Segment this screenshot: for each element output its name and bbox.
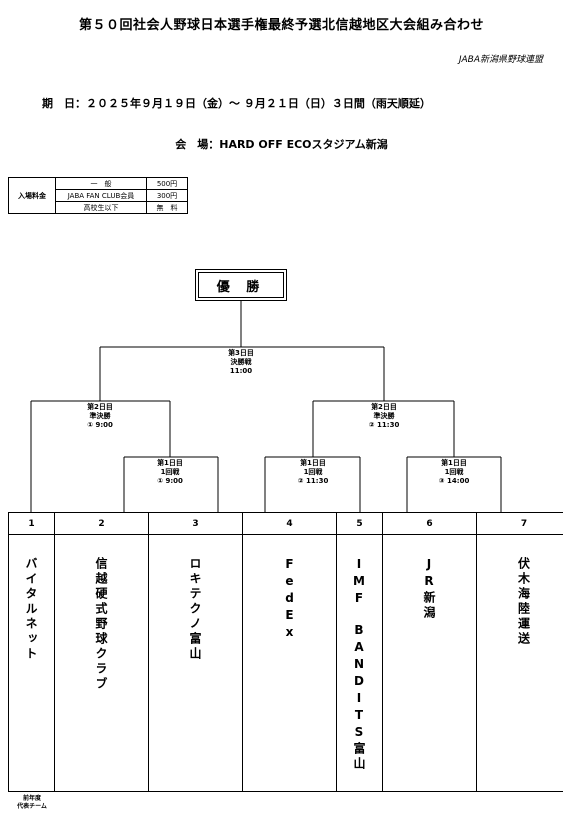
team-number: 6 <box>383 513 476 535</box>
team-column: 6 JR新潟 <box>383 513 477 791</box>
team-number: 5 <box>337 513 382 535</box>
round1-match3-label: 第1日目 1回戦 ③ 14:00 <box>419 459 489 486</box>
winner-label: 優 勝 <box>198 272 284 298</box>
team-number: 2 <box>55 513 148 535</box>
team-name: IMF BANDITS富山 <box>352 557 366 772</box>
team-column: 7 伏木海陸運送 <box>477 513 563 791</box>
team-name: 信越硬式野球クラブ <box>94 557 108 692</box>
team-column: 1 バイタルネット <box>9 513 55 791</box>
team-number: 3 <box>149 513 242 535</box>
team-name: FedEx <box>282 557 297 642</box>
winner-box: 優 勝 <box>195 269 287 301</box>
period-text: 期 日：２０２５年９月１９日（金）～ ９月２１日（日）３日間（雨天順延） <box>42 97 431 110</box>
admission-fee-table: 入場料金 一 般 500円 JABA FAN CLUB会員 300円 高校生以下… <box>8 177 188 214</box>
team-name: 伏木海陸運送 <box>516 557 531 647</box>
team-name: バイタルネット <box>24 557 38 662</box>
team-name: JR新潟 <box>422 557 436 621</box>
fee-price: 無 料 <box>146 201 188 214</box>
team-number: 7 <box>477 513 563 535</box>
semifinal2-label: 第2日目 準決勝 ② 11:30 <box>349 403 419 430</box>
page-title: 第５０回社会人野球日本選手権最終予選北信越地区大会組み合わせ <box>78 18 484 33</box>
team-number: 1 <box>9 513 54 535</box>
round1-match2-label: 第1日目 1回戦 ② 11:30 <box>278 459 348 486</box>
team-table: 1 バイタルネット 2 信越硬式野球クラブ 3 ロキテクノ富山 4 FedEx … <box>8 512 563 792</box>
organizer: JABA新潟県野球連盟 <box>458 55 543 65</box>
team-name: ロキテクノ富山 <box>188 557 202 662</box>
team-column: 2 信越硬式野球クラブ <box>55 513 149 791</box>
semifinal1-label: 第2日目 準決勝 ① 9:00 <box>65 403 135 430</box>
team-number: 4 <box>243 513 336 535</box>
fee-category: 高校生以下 <box>55 201 147 214</box>
final-match-label: 第3日目 決勝戦 11:00 <box>206 349 276 376</box>
round1-match1-label: 第1日目 1回戦 ① 9:00 <box>135 459 205 486</box>
team-column: 3 ロキテクノ富山 <box>149 513 243 791</box>
venue-text: 会 場：HARD OFF ECOスタジアム新潟 <box>175 138 388 151</box>
previous-champion-note: 前年度 代表チーム <box>17 795 47 810</box>
fee-heading: 入場料金 <box>8 177 56 214</box>
team-column: 5 IMF BANDITS富山 <box>337 513 383 791</box>
team-column: 4 FedEx <box>243 513 337 791</box>
